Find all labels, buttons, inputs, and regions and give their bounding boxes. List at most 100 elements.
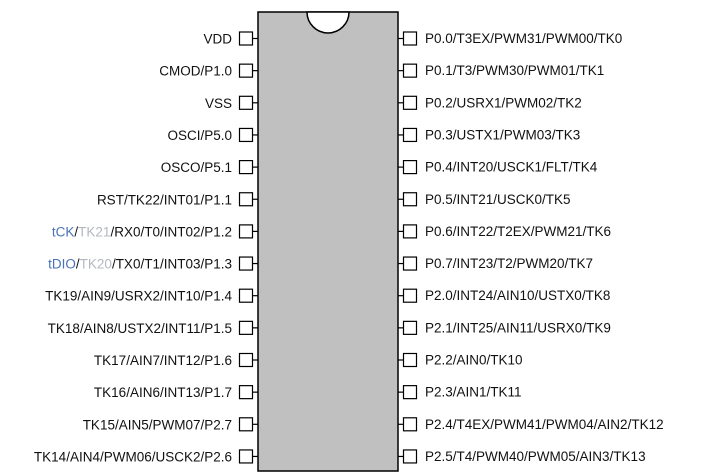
pin-label-part: RST/TK22/INT01/P1.1	[97, 192, 232, 207]
pin-label-part: TK16/AIN6/INT13/P1.7	[94, 385, 232, 400]
left-pin: TK16/AIN6/INT13/P1.712	[94, 385, 280, 400]
pin-label: TK19/AIN9/USRX2/INT10/P1.4	[45, 288, 232, 303]
right-pin: 28P0.0/T3EX/PWM31/PWM00/TK0	[377, 31, 622, 46]
pin-label: TK14/AIN4/PWM06/USCK2/P2.6	[34, 449, 232, 464]
pin-pad	[238, 224, 254, 239]
pin-label-part: TK15/AIN5/PWM07/P2.7	[83, 417, 232, 432]
pin-label: TK18/AIN8/USTX2/INT11/P1.5	[48, 320, 232, 335]
left-pin: TK18/AIN8/USTX2/INT11/P1.510	[48, 320, 280, 335]
pin-label: P2.2/AIN0/TK10	[425, 353, 523, 368]
right-pin: 22P0.6/INT22/T2EX/PWM21/TK6	[377, 224, 611, 239]
left-pin-group: VDD1CMOD/P1.02VSS3OSCI/P5.04OSCO/P5.15RS…	[34, 31, 281, 464]
pin-label-part: VDD	[203, 31, 232, 46]
pin-pad	[238, 449, 254, 464]
pin-label-part: tDIO	[48, 256, 76, 271]
left-pin: OSCO/P5.15	[161, 160, 273, 175]
left-pin: TK14/AIN4/PWM06/USCK2/P2.614	[34, 449, 281, 464]
pin-label: P0.1/T3/PWM30/PWM01/TK1	[425, 63, 604, 78]
right-pin: 20P2.0/INT24/AIN10/USTX0/TK8	[377, 288, 610, 303]
pin-pad	[238, 256, 254, 271]
pin-pad	[402, 224, 418, 239]
pin-pad	[402, 385, 418, 400]
right-pin-group: 28P0.0/T3EX/PWM31/PWM00/TK0 27P0.1/T3/PWM…	[377, 31, 664, 464]
pin-pad	[238, 63, 254, 78]
left-pin: OSCI/P5.04	[167, 127, 273, 142]
pin-pad	[402, 160, 418, 175]
pin-label: VDD	[203, 31, 232, 46]
pin-label: P2.5/T4/PWM40/PWM05/AIN3/TK13	[425, 449, 646, 464]
right-pin: 27P0.1/T3/PWM30/PWM01/TK1	[377, 63, 604, 78]
pin-label: P0.5/INT21/USCK0/TK5	[425, 192, 571, 207]
pin-label: P0.6/INT22/T2EX/PWM21/TK6	[425, 224, 611, 239]
pin-pad	[402, 352, 418, 368]
left-pin: TK19/AIN9/USRX2/INT10/P1.49	[45, 288, 272, 303]
pin-pad	[238, 352, 254, 368]
pin-pad	[238, 320, 254, 335]
pin-pad	[238, 160, 254, 175]
pin-label-part: OSCI/P5.0	[167, 127, 232, 142]
pin-label: RST/TK22/INT01/P1.1	[97, 192, 232, 207]
pin-pad	[402, 31, 418, 46]
pin-label: OSCO/P5.1	[161, 160, 232, 175]
pin-label-part: TK17/AIN7/INT12/P1.6	[94, 353, 232, 368]
pin-label: TK15/AIN5/PWM07/P2.7	[83, 417, 232, 432]
pin-label-part: VSS	[205, 95, 232, 110]
pin-pad	[238, 127, 254, 143]
pin-label: VSS	[205, 95, 232, 110]
pin-pad	[238, 95, 254, 110]
right-pin: 23P0.5/INT21/USCK0/TK5	[377, 192, 571, 207]
pin-label: OSCI/P5.0	[167, 127, 232, 142]
left-pin: TK15/AIN5/PWM07/P2.713	[83, 417, 280, 432]
right-pin: 24P0.4/INT20/USCK1/FLT/TK4	[377, 160, 598, 175]
pin-label: tDIO/TK20/TX0/T1/INT03/P1.3	[48, 256, 232, 271]
pin-pad	[402, 127, 418, 143]
chip-body	[257, 11, 399, 472]
pin-label: P2.3/AIN1/TK11	[425, 385, 522, 400]
pin-label-part: /TX0/T1/INT03/P1.3	[112, 256, 232, 271]
pin-label-part: TK18/AIN8/USTX2/INT11/P1.5	[48, 320, 232, 335]
pin-label: P0.3/USTX1/PWM03/TK3	[425, 127, 580, 142]
pin-pad	[402, 288, 418, 303]
pin-label: P0.0/T3EX/PWM31/PWM00/TK0	[425, 31, 622, 46]
pin-pad	[402, 449, 418, 464]
pin-label-part: /	[74, 224, 78, 239]
right-pin: 16P2.4/T4EX/PWM41/PWM04/AIN2/TK12	[377, 417, 664, 432]
pin-label-part: /	[76, 256, 80, 271]
pin-label-part: TK21	[78, 224, 110, 239]
pin-label: CMOD/P1.0	[159, 63, 232, 78]
right-pin: 25P0.3/USTX1/PWM03/TK3	[377, 127, 580, 142]
left-pin: tDIO/TK20/TX0/T1/INT03/P1.38	[48, 256, 272, 271]
pin-pad	[402, 320, 418, 335]
pin-label: P2.1/INT25/AIN11/USRX0/TK9	[425, 320, 611, 335]
pin-label-part: CMOD/P1.0	[159, 63, 232, 78]
pin-label-part: TK14/AIN4/PWM06/USCK2/P2.6	[34, 449, 232, 464]
pin-pad	[402, 417, 418, 432]
pin-label: P0.4/INT20/USCK1/FLT/TK4	[425, 160, 598, 175]
left-pin: TK17/AIN7/INT12/P1.611	[94, 353, 279, 368]
right-pin: 26P0.2/USRX1/PWM02/TK2	[377, 95, 582, 110]
right-pin: 18P2.2/AIN0/TK10	[377, 353, 523, 368]
pin-pad	[238, 288, 254, 303]
pin-label: P0.7/INT23/T2/PWM20/TK7	[425, 256, 593, 271]
pin-label: TK17/AIN7/INT12/P1.6	[94, 353, 232, 368]
pin-pad	[402, 63, 418, 78]
right-pin: 15P2.5/T4/PWM40/PWM05/AIN3/TK13	[377, 449, 646, 464]
left-pin: CMOD/P1.02	[159, 63, 272, 78]
orientation-notch	[306, 11, 350, 34]
pin-pad	[238, 417, 254, 432]
pin-label-part: OSCO/P5.1	[161, 160, 232, 175]
pin-pad	[402, 95, 418, 110]
left-pin: RST/TK22/INT01/P1.16	[97, 192, 273, 207]
pin-label: TK16/AIN6/INT13/P1.7	[94, 385, 232, 400]
pin-label-part: TK19/AIN9/USRX2/INT10/P1.4	[45, 288, 232, 303]
left-pin: tCK/TK21/RX0/T0/INT02/P1.27	[52, 224, 273, 239]
pin-label: P0.2/USRX1/PWM02/TK2	[425, 95, 582, 110]
pin-label: P2.0/INT24/AIN10/USTX0/TK8	[425, 288, 610, 303]
pin-label-part: /RX0/T0/INT02/P1.2	[110, 224, 232, 239]
pin-pad	[238, 31, 254, 46]
pin-label: P2.4/T4EX/PWM41/PWM04/AIN2/TK12	[425, 417, 664, 432]
right-pin: 19P2.1/INT25/AIN11/USRX0/TK9	[377, 320, 611, 335]
pin-pad	[402, 192, 418, 207]
pin-pad	[238, 385, 254, 400]
